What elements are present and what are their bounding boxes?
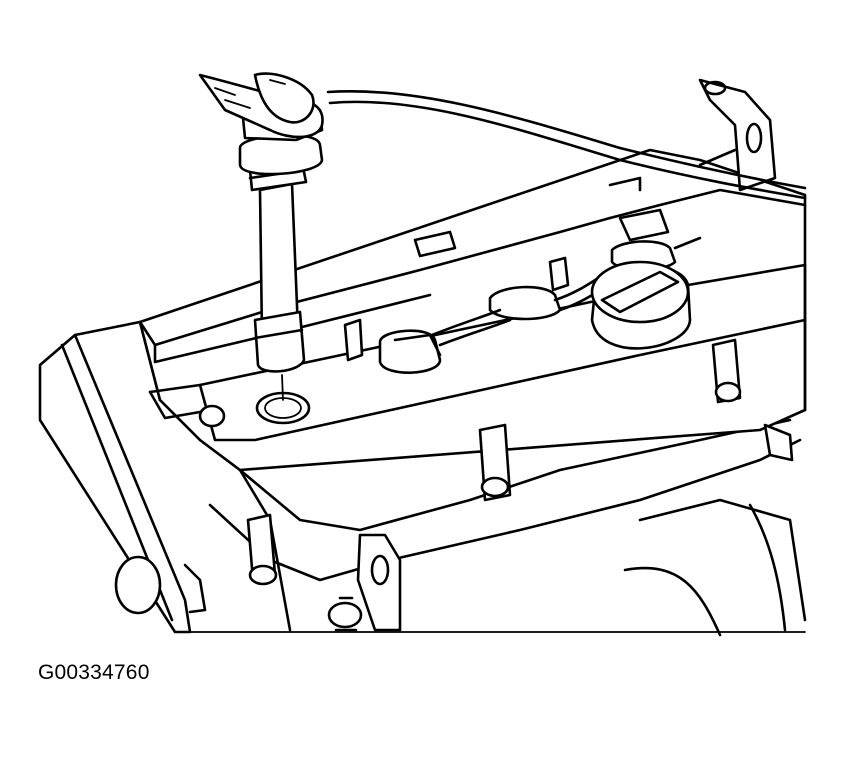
valve-cover bbox=[138, 148, 807, 472]
cable bbox=[326, 90, 807, 200]
oil-filler-cap-icon bbox=[590, 260, 692, 350]
engine-ignition-coil-diagram bbox=[38, 72, 807, 637]
lifting-bracket bbox=[698, 78, 777, 192]
hand-icon bbox=[198, 72, 324, 139]
figure-id-label: G00334760 bbox=[38, 661, 150, 684]
cylinder-head-body bbox=[38, 320, 807, 637]
mounting-bolt-icon bbox=[246, 338, 794, 632]
